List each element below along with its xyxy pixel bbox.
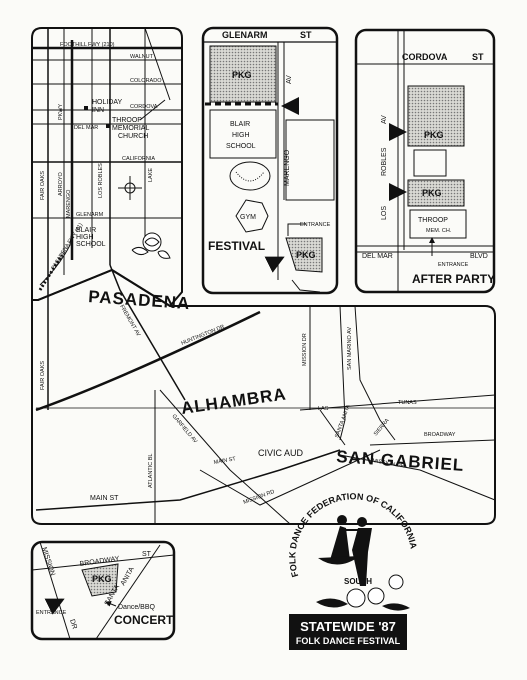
festival-high: HIGH <box>232 132 250 139</box>
label-fair-oaks-s: FAIR OAKS <box>40 361 46 390</box>
label-california: CALIFORNIA <box>122 156 155 162</box>
afterparty-blvd: BLVD <box>470 253 488 260</box>
festival-marengo: MARENGO <box>284 149 291 186</box>
label-sierra: SIERRA <box>373 417 391 437</box>
label-huntington: HUNTINGTON DR <box>181 324 226 347</box>
main-map: FOOTHILL FWY (210) WALNUT COLORADO CORDO… <box>31 27 496 525</box>
label-las: LAS <box>318 406 329 412</box>
main-panel-border <box>31 268 496 525</box>
label-cordova: CORDOVA <box>130 104 158 110</box>
pasadena-streets <box>32 27 186 401</box>
label-arroyo: ARROYO <box>58 171 64 196</box>
logo-arc-text: FOLK DANCE FEDERATION OF CALIFORNIA <box>287 491 419 578</box>
festival-blair: BLAIR <box>230 121 250 128</box>
label-city-pasadena: PASADENA <box>88 287 191 313</box>
federation-logo: FOLK DANCE FEDERATION OF CALIFORNIA SOUT… <box>287 491 419 650</box>
afterparty-mem-ch: MEM. CH. <box>426 228 452 234</box>
lower-streets <box>35 300 496 525</box>
afterparty-st: ST <box>472 52 484 62</box>
label-main-st: MAIN ST <box>213 456 237 466</box>
concert-dance-bbq: Dance/BBQ <box>118 604 156 611</box>
concert-inset: BROADWAY MISSION ST PKG SANTA ANITA DR E… <box>30 540 176 641</box>
festival-label-glenarm: GLENARM <box>222 30 268 40</box>
label-blair-2: HIGH <box>76 234 94 241</box>
festival-school: SCHOOL <box>226 143 256 150</box>
label-san-marino: SAN MARINO AV <box>347 327 353 370</box>
festival-inset: GLENARM ST AV PKG BLAIR HIGH SCHOOL MARE… <box>201 26 339 295</box>
label-throop-3: CHURCH <box>118 133 148 140</box>
label-civic-aud: CIVIC AUD <box>258 448 304 458</box>
label-blair-3: SCHOOL <box>76 241 106 248</box>
concert-pkg: PKG <box>92 574 112 584</box>
label-throop-1: THROOP <box>112 117 142 124</box>
concert-st: ST <box>142 551 152 558</box>
label-fair-oaks: FAIR OAKS <box>40 171 46 200</box>
label-broadway: BROADWAY <box>424 432 456 438</box>
concert-title: CONCERT <box>114 613 174 627</box>
label-tunas: TUNAS <box>398 400 417 406</box>
label-lake: LAKE <box>148 168 154 182</box>
afterparty-los: LOS <box>381 206 388 220</box>
flowers-icon <box>316 574 410 611</box>
festival-entrance: ENTRANCE <box>300 222 331 228</box>
compass-icon <box>118 176 142 200</box>
label-mission-rd: MISSION RD <box>243 489 276 506</box>
after-party-inset: CORDOVA ST AV ROBLES LOS PKG PKG THROOP … <box>354 28 496 294</box>
logo-south: SOUTH <box>344 577 372 586</box>
label-fwy210: FWY (210) <box>88 42 115 48</box>
afterparty-cordova: CORDOVA <box>402 52 448 62</box>
afterparty-av: AV <box>381 115 388 124</box>
afterparty-pkg-1: PKG <box>424 130 444 140</box>
afterparty-title: AFTER PARTY <box>412 272 495 286</box>
label-santa-anita: SANTA ANITA <box>334 404 352 439</box>
label-del-mar: DEL MAR <box>74 125 98 131</box>
festival-label-av: AV <box>286 75 293 84</box>
label-pkwy: PKWY <box>58 103 64 120</box>
festival-title: FESTIVAL <box>208 239 265 253</box>
label-city-alhambra: ALHAMBRA <box>180 384 288 418</box>
label-los-robles: LOS ROBLES <box>98 163 104 198</box>
label-mission-dr-e: MISSION DR <box>372 458 405 470</box>
label-foothill: FOOTHILL <box>60 42 87 48</box>
label-throop-2: MEMORIAL <box>112 125 149 132</box>
label-city-san-gabriel: SAN GABRIEL <box>336 447 465 475</box>
label-atlantic: ATLANTIC BL <box>148 454 154 488</box>
concert-dr: DR <box>68 618 78 630</box>
afterparty-pkg-2: PKG <box>422 188 442 198</box>
rose-icon <box>131 232 171 259</box>
label-main-st-w: MAIN ST <box>90 495 119 502</box>
logo-event-2: FOLK DANCE FESTIVAL <box>296 636 401 646</box>
concert-entrance: ENTRANCE <box>36 610 67 616</box>
logo-banner <box>289 614 407 650</box>
dancers-icon <box>318 515 372 586</box>
festival-gym: GYM <box>240 214 256 221</box>
label-colorado: COLORADO <box>130 78 162 84</box>
label-walnut: WALNUT <box>130 54 154 60</box>
festival-pkg-top: PKG <box>232 70 252 80</box>
afterparty-throop: THROOP <box>418 217 448 224</box>
label-holiday-1: HOLIDAY <box>92 99 123 106</box>
label-mission-dr: MISSION DR <box>302 333 308 366</box>
festival-pkg-bottom: PKG <box>296 250 316 260</box>
label-marengo: MARENGO <box>66 189 72 218</box>
afterparty-del-mar: DEL MAR <box>362 253 393 260</box>
label-glenarm: GLENARM <box>76 212 104 218</box>
label-blair-1: BLAIR <box>76 227 96 234</box>
festival-label-st: ST <box>300 30 312 40</box>
afterparty-robles: ROBLES <box>381 147 388 176</box>
afterparty-entrance: ENTRANCE <box>438 262 469 268</box>
label-holiday-2: INN <box>92 107 104 114</box>
logo-event-1: STATEWIDE '87 <box>300 619 396 634</box>
